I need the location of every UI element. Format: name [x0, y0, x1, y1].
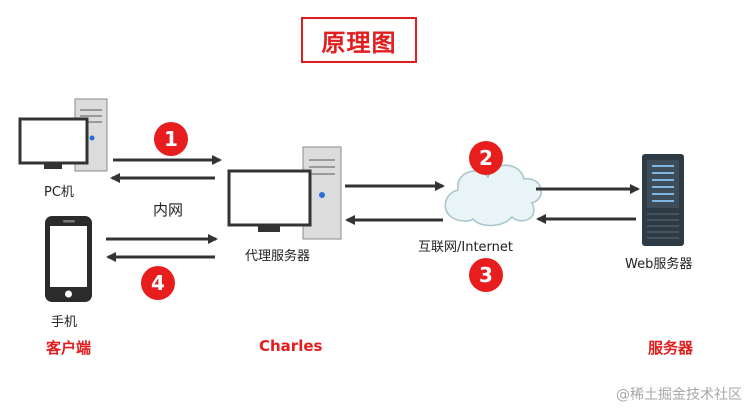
phone-icon — [45, 216, 92, 302]
pc-label: PC机 — [44, 185, 74, 200]
watermark: @稀土掘金技术社区 — [616, 387, 742, 403]
pc-icon — [18, 98, 108, 172]
step-badge-1: 1 — [154, 122, 188, 156]
internet-label: 互联网/Internet — [418, 240, 513, 255]
phone-label: 手机 — [51, 315, 78, 330]
web-server-icon — [642, 154, 684, 246]
intranet-label: 内网 — [153, 201, 184, 219]
step-badge-3: 3 — [469, 258, 503, 292]
proxy-server-icon — [227, 146, 342, 240]
cloud-icon — [444, 164, 542, 227]
diagram-title: 原理图 — [301, 17, 417, 63]
server-section-label: 服务器 — [648, 339, 694, 357]
client-section-label: 客户端 — [46, 339, 92, 357]
web-server-label: Web服务器 — [625, 257, 693, 272]
step-badge-2: 2 — [469, 141, 503, 175]
charles-section-label: Charles — [259, 337, 323, 355]
step-badge-4: 4 — [141, 266, 175, 300]
proxy-label: 代理服务器 — [245, 249, 311, 264]
